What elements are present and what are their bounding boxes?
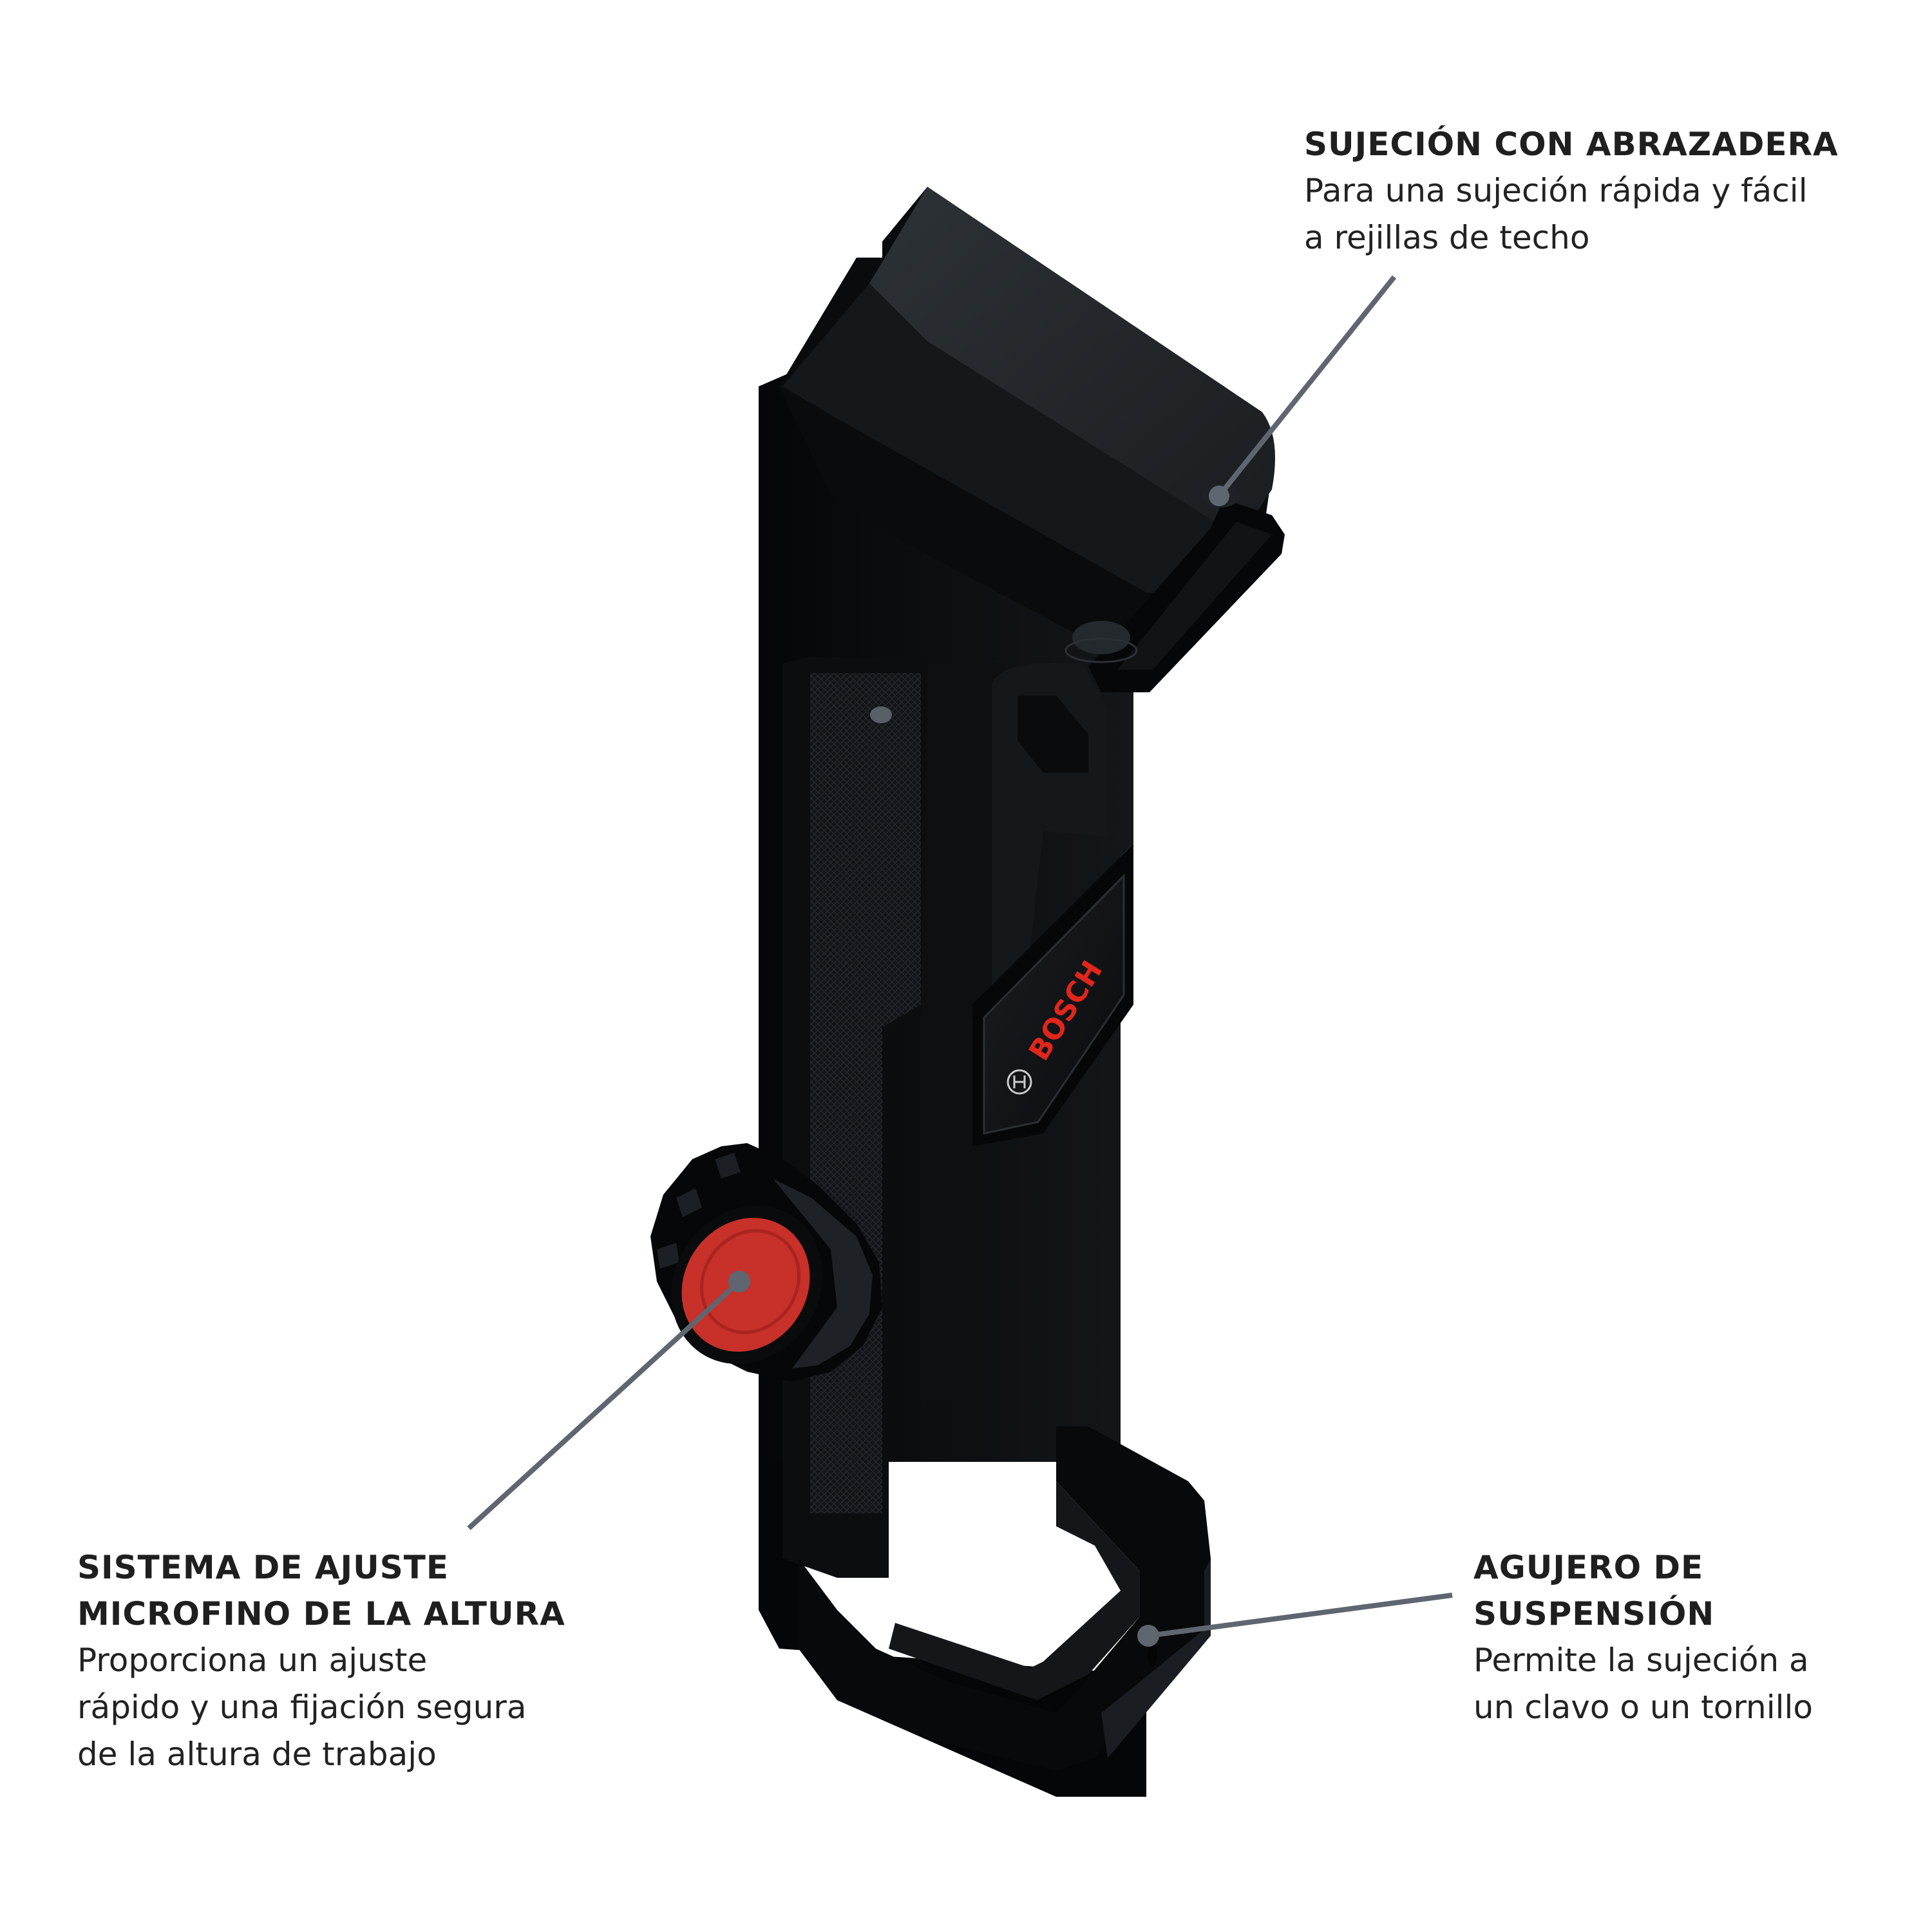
callout-body-line: de la altura de trabajo	[77, 1736, 437, 1773]
callout-title: SISTEMA DE AJUSTE MICROFINO DE LA ALTURA	[77, 1544, 565, 1637]
callout-description: Para una sujeción rápida y fácil a rejil…	[1304, 167, 1839, 261]
callout-pointers	[467, 275, 1453, 1647]
pointer-hanging-hole	[1137, 1593, 1453, 1647]
callout-title-line: SISTEMA DE AJUSTE	[77, 1549, 449, 1586]
callout-hanging-hole: AGUJERO DE SUSPENSIÓN Permite la sujeció…	[1473, 1544, 1813, 1731]
callout-body-line: un clavo o un tornillo	[1473, 1689, 1813, 1726]
callout-description: Permite la sujeción a un clavo o un torn…	[1473, 1637, 1813, 1731]
callout-title-line: SUSPENSIÓN	[1473, 1595, 1715, 1633]
callout-title-line: SUJECIÓN CON ABRAZADERA	[1304, 126, 1839, 163]
callout-title-line: AGUJERO DE	[1473, 1549, 1704, 1586]
callout-title: SUJECIÓN CON ABRAZADERA	[1304, 121, 1839, 167]
ceiling-clamp	[779, 187, 1285, 692]
callout-title: AGUJERO DE SUSPENSIÓN	[1473, 1544, 1813, 1637]
callout-body-line: Para una sujeción rápida y fácil	[1304, 172, 1808, 209]
pointer-clamp	[1209, 275, 1397, 506]
brand-panel: BOSCH	[972, 844, 1133, 1146]
lower-frame	[799, 1426, 1211, 1771]
callout-ceiling-clamp: SUJECIÓN CON ABRAZADERA Para una sujeció…	[1304, 121, 1839, 261]
callout-body-line: a rejillas de techo	[1304, 219, 1590, 256]
inner-frame	[921, 663, 1108, 1404]
pointer-knob	[467, 1271, 750, 1530]
callout-description: Proporciona un ajuste rápido y una fijac…	[77, 1637, 565, 1778]
bosch-armature-icon	[1007, 1069, 1032, 1095]
callout-body-line: rápido y una fijación segura	[77, 1689, 527, 1726]
callout-body-line: Proporciona un ajuste	[77, 1642, 428, 1679]
callout-height-adjust: SISTEMA DE AJUSTE MICROFINO DE LA ALTURA…	[77, 1544, 565, 1778]
callout-title-line: MICROFINO DE LA ALTURA	[77, 1595, 565, 1633]
callout-body-line: Permite la sujeción a	[1473, 1642, 1809, 1679]
